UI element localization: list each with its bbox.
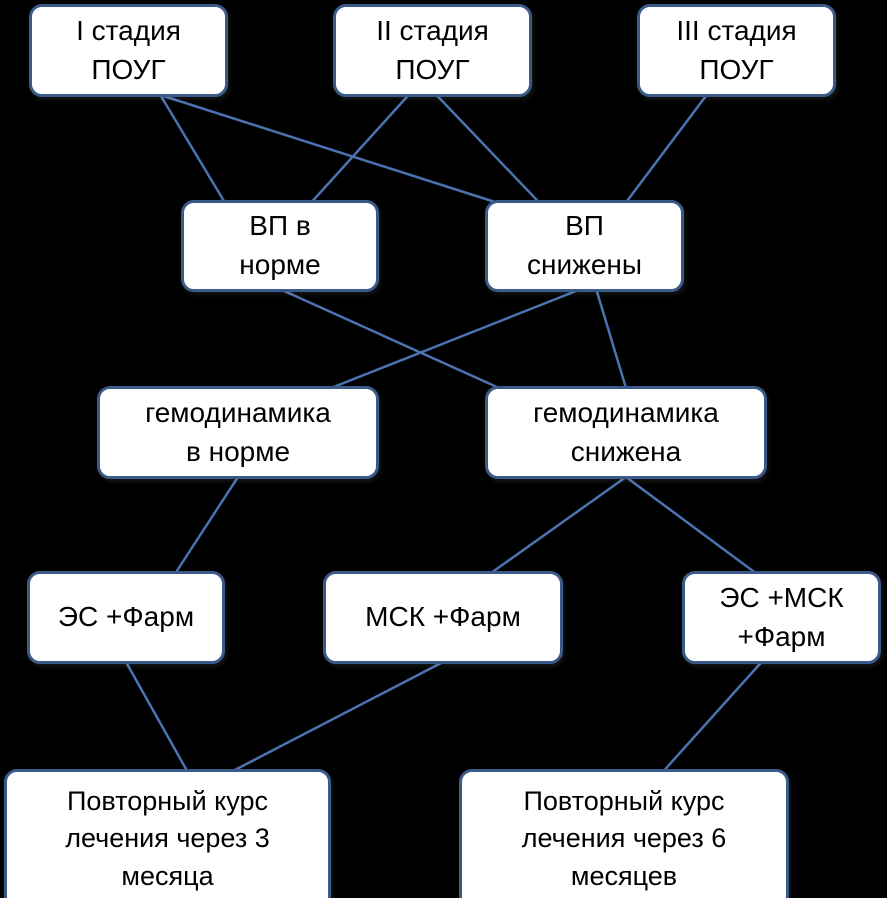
connector-vp_normal-to-hemo_reduced: [281, 288, 500, 390]
node-stage-3: III стадия ПОУГ: [637, 4, 836, 97]
node-vp-reduced-line1: ВП: [565, 210, 604, 242]
node-repeat-3-line1: Повторный курс: [67, 786, 268, 817]
connector-hemo_normal-to-es_farm: [174, 476, 240, 574]
connector-stage3-to-vp_reduced: [625, 94, 708, 203]
node-stage-3-line2: ПОУГ: [699, 53, 774, 85]
node-stage-1-line1: I стадия: [76, 14, 181, 46]
connector-vp_reduced-to-hemo_normal: [330, 288, 579, 390]
node-vp-normal: ВП в норме: [181, 200, 379, 292]
node-repeat-course-3-months: Повторный курс лечения через 3 месяца: [4, 769, 331, 898]
node-vp-normal-line2: норме: [239, 249, 321, 280]
node-stage-2-line1: II стадия: [376, 14, 489, 46]
node-hemodynamics-reduced: гемодинамика снижена: [485, 386, 767, 479]
node-repeat-6-line2: лечения через 6: [521, 823, 727, 854]
connector-stage2-to-vp_reduced: [435, 94, 540, 203]
connector-stage1-to-vp_normal: [159, 94, 226, 203]
node-vp-reduced: ВП снижены: [485, 200, 684, 292]
node-msk-farm: МСК +Фарм: [323, 571, 563, 664]
node-repeat-3-line2: лечения через 3: [65, 823, 270, 854]
node-repeat-6-line1: Повторный курс: [523, 786, 725, 817]
node-hemodynamics-reduced-line2: снижена: [570, 435, 682, 467]
node-hemodynamics-normal-line2: в норме: [185, 435, 291, 467]
connector-msk_farm-to-repeat3: [232, 660, 444, 773]
connector-hemo_reduced-to-msk_farm: [490, 475, 627, 575]
node-hemodynamics-normal-line1: гемодинамика: [145, 396, 331, 428]
node-es-farm: ЭС +Фарм: [27, 571, 225, 664]
node-repeat-3-line3: месяца: [121, 860, 214, 891]
node-hemodynamics-reduced-line1: гемодинамика: [533, 396, 719, 428]
connector-es_msk_farm-to-repeat6: [662, 661, 763, 772]
node-stage-2-line2: ПОУГ: [395, 53, 470, 85]
node-stage-2: II стадия ПОУГ: [333, 4, 532, 97]
node-hemodynamics-normal: гемодинамика в норме: [97, 386, 379, 479]
node-stage-1-line2: ПОУГ: [91, 53, 166, 85]
node-vp-normal-line1: ВП в: [249, 210, 311, 242]
node-repeat-6-line3: месяцев: [570, 860, 678, 891]
connector-vp_reduced-to-hemo_reduced: [595, 289, 628, 389]
node-es-farm-line1: ЭС +Фарм: [57, 601, 195, 633]
connector-es_farm-to-repeat3: [124, 661, 189, 772]
node-es-msk-farm-line1: ЭС +МСК: [719, 581, 844, 613]
node-repeat-course-6-months: Повторный курс лечения через 6 месяцев: [459, 769, 789, 898]
node-vp-reduced-line2: снижены: [527, 249, 642, 280]
connector-stage2-to-vp_normal: [310, 94, 410, 203]
node-msk-farm-line1: МСК +Фарм: [365, 601, 521, 633]
node-stage-1: I стадия ПОУГ: [29, 4, 228, 97]
node-es-msk-farm-line2: +Фарм: [737, 620, 826, 652]
connector-hemo_reduced-to-es_msk_farm: [625, 475, 757, 575]
node-es-msk-farm: ЭС +МСК +Фарм: [682, 571, 881, 664]
connector-stage1-to-vp_reduced: [159, 93, 496, 204]
node-stage-3-line1: III стадия: [676, 14, 797, 46]
